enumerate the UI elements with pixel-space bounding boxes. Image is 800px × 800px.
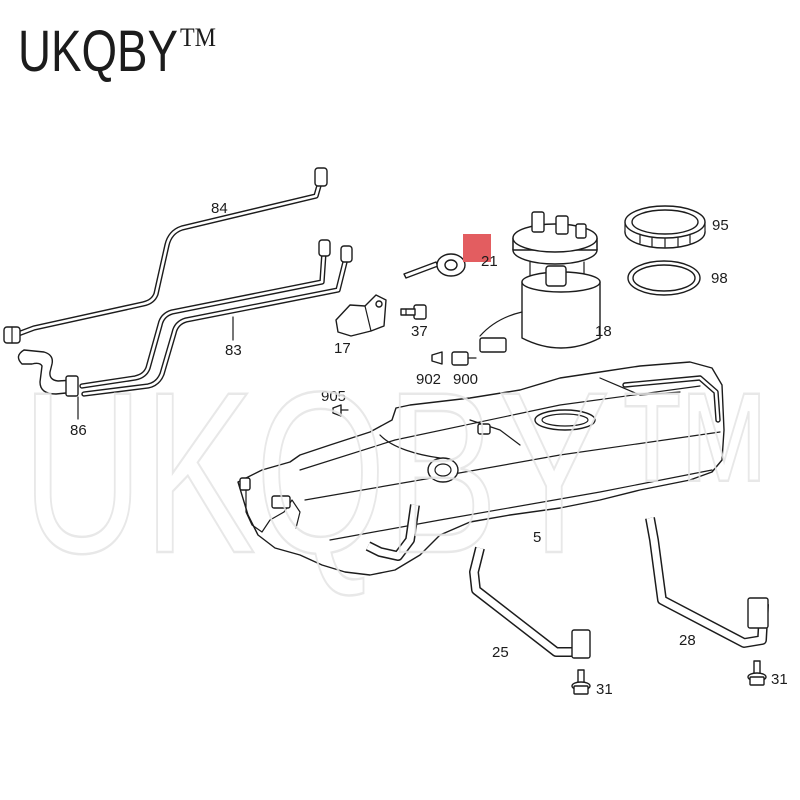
tank-ridge-bottom	[329, 469, 713, 541]
label-95: 95	[712, 217, 729, 234]
pump-canister	[521, 281, 601, 349]
label-25: 25	[492, 644, 509, 661]
highlight-marker	[463, 234, 491, 262]
label-37: 37	[411, 323, 428, 340]
fuel-line-84	[3, 167, 328, 344]
label-18: 18	[595, 323, 612, 340]
bracket-17-fold	[364, 305, 372, 332]
tank-top-connector	[477, 423, 491, 435]
pump-fitting-c	[575, 223, 587, 239]
label-83: 83	[225, 342, 242, 359]
lock-ring-inner	[631, 209, 699, 235]
connector-900	[451, 351, 477, 366]
tank-filler-ring	[427, 457, 459, 483]
label-28: 28	[679, 632, 696, 649]
watermark: UKQBY™	[22, 344, 778, 601]
pin-902-body	[431, 351, 443, 365]
strap-28-bracket	[747, 597, 769, 629]
pump-fitting-a	[531, 211, 545, 233]
bolt-37-head	[413, 304, 427, 320]
tank-strap-25	[474, 548, 591, 659]
fuel-line-83-connector-a	[318, 239, 331, 257]
label-31-right: 31	[771, 671, 788, 688]
sender-21	[403, 234, 491, 279]
label-84: 84	[211, 200, 228, 217]
fuel-tank-5	[237, 361, 725, 576]
bracket-17-hole	[375, 300, 383, 308]
gasket-98	[627, 260, 701, 296]
brand-trademark: TM	[180, 23, 216, 52]
label-86: 86	[70, 422, 87, 439]
clip-86	[17, 349, 79, 420]
label-905: 905	[321, 388, 346, 405]
lock-ring-95	[624, 205, 706, 249]
fuel-pump-18	[479, 211, 601, 353]
tank-ridge-lower	[304, 431, 721, 501]
tank-filler-ring-inner	[434, 463, 452, 477]
label-902: 902	[416, 371, 441, 388]
valve-905-body	[332, 404, 342, 417]
fuel-line-83-connector-b	[340, 245, 353, 263]
label-31-left: 31	[596, 681, 613, 698]
pump-float	[479, 337, 507, 353]
brand-logo: UKQBY TM	[18, 19, 216, 84]
pump-motor	[545, 265, 567, 287]
bolt-31-right	[747, 660, 767, 686]
sender-21-arm	[403, 261, 439, 279]
label-5: 5	[533, 529, 541, 546]
label-17: 17	[334, 340, 351, 357]
clip-86-body	[17, 349, 77, 395]
label-21: 21	[481, 253, 498, 270]
fuel-line-83	[82, 239, 353, 394]
clip-86-fitting	[65, 375, 79, 397]
bolt-37	[400, 304, 427, 320]
tank-wiring-connector-a	[239, 477, 251, 491]
tank-wiring	[245, 483, 301, 533]
lock-ring-notches	[639, 234, 691, 248]
tank-wiring-connector-b	[271, 495, 291, 509]
strap-25-bracket	[571, 629, 591, 659]
sender-21-cap-inner	[444, 259, 458, 271]
brand-name: UKQBY	[18, 19, 178, 84]
fuel-line-84-connector-top	[314, 167, 328, 187]
label-98: 98	[711, 270, 728, 287]
tank-strap-28	[650, 518, 768, 643]
pin-902	[431, 351, 443, 365]
bracket-17	[335, 294, 387, 337]
bolt-37-thread	[400, 308, 416, 316]
bracket-17-body	[335, 294, 387, 337]
bolt-31-left	[571, 669, 591, 695]
tank-pump-opening-inner	[541, 413, 589, 427]
valve-905	[332, 404, 349, 417]
bolt-31-right-head	[749, 676, 765, 686]
pump-fitting-b	[555, 215, 569, 235]
label-900: 900	[453, 371, 478, 388]
gasket-inner	[632, 264, 696, 292]
bolt-31-left-head	[573, 685, 589, 695]
pump-float-wire	[479, 311, 523, 337]
